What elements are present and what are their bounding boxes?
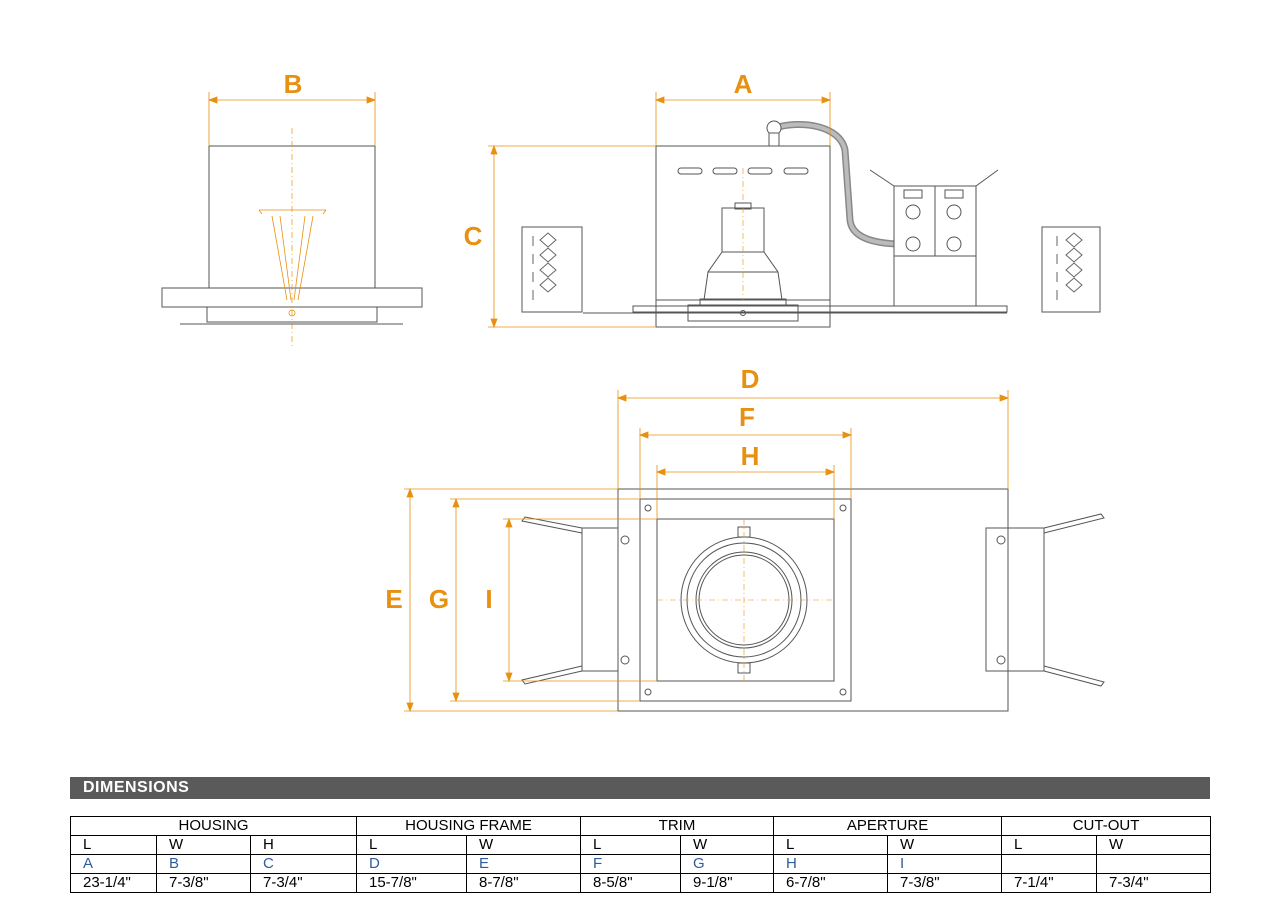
table-cell: B (156, 854, 251, 874)
table-cell: L (773, 835, 889, 855)
dim-label-i: I (485, 584, 492, 614)
group-header-row: HOUSING HOUSING FRAME TRIM APERTURE CUT-… (70, 816, 1212, 836)
letter-row: A B C D E F G H I (70, 854, 1212, 874)
dim-label-b: B (284, 69, 303, 99)
dimensions-heading: DIMENSIONS (70, 777, 1210, 799)
table-cell: G (679, 854, 775, 874)
table-cell: 7-1/4" (1001, 873, 1098, 893)
dim-label-d: D (741, 364, 760, 394)
table-cell: H (773, 854, 889, 874)
dim-label-e: E (385, 584, 402, 614)
dim-label-a: A (734, 69, 753, 99)
table-cell: 6-7/8" (773, 873, 889, 893)
group-aperture: APERTURE (773, 816, 1003, 836)
table-cell: D (356, 854, 467, 874)
table-cell: C (250, 854, 357, 874)
group-housing-frame: HOUSING FRAME (356, 816, 581, 836)
group-trim: TRIM (579, 816, 775, 836)
table-cell: H (250, 835, 357, 855)
table-cell: W (887, 835, 1003, 855)
table-cell (1096, 854, 1212, 874)
dimensions-table: HOUSING HOUSING FRAME TRIM APERTURE CUT-… (70, 816, 1212, 893)
table-cell: W (679, 835, 775, 855)
axis-row: L W H L W L W L W L W (70, 835, 1212, 855)
table-cell: 8-7/8" (466, 873, 581, 893)
value-row: 23-1/4" 7-3/8" 7-3/4" 15-7/8" 8-7/8" 8-5… (70, 873, 1212, 893)
table-cell: 7-3/4" (250, 873, 357, 893)
table-cell: 7-3/8" (156, 873, 251, 893)
table-cell: 7-3/8" (887, 873, 1003, 893)
table-cell: F (580, 854, 681, 874)
technical-drawing: B A C D F H E G I (161, 69, 1105, 713)
table-cell: 7-3/4" (1096, 873, 1212, 893)
dim-label-c: C (464, 221, 483, 251)
dim-label-h: H (741, 441, 760, 471)
table-cell: L (580, 835, 681, 855)
side-view (161, 92, 423, 348)
group-cut-out: CUT-OUT (1001, 816, 1212, 836)
dim-label-f: F (739, 402, 755, 432)
table-cell: A (70, 854, 157, 874)
table-cell (1001, 854, 1098, 874)
table-cell: L (356, 835, 467, 855)
table-cell: 23-1/4" (70, 873, 157, 893)
table-cell: W (156, 835, 251, 855)
table-cell: W (466, 835, 581, 855)
table-cell: I (887, 854, 1003, 874)
table-cell: L (1001, 835, 1098, 855)
dim-label-g: G (429, 584, 449, 614)
group-housing: HOUSING (70, 816, 357, 836)
table-cell: E (466, 854, 581, 874)
top-view (404, 390, 1105, 713)
table-cell: 15-7/8" (356, 873, 467, 893)
front-view (488, 92, 1101, 329)
table-cell: L (70, 835, 157, 855)
table-cell: 8-5/8" (580, 873, 681, 893)
table-cell: 9-1/8" (679, 873, 775, 893)
table-cell: W (1096, 835, 1212, 855)
